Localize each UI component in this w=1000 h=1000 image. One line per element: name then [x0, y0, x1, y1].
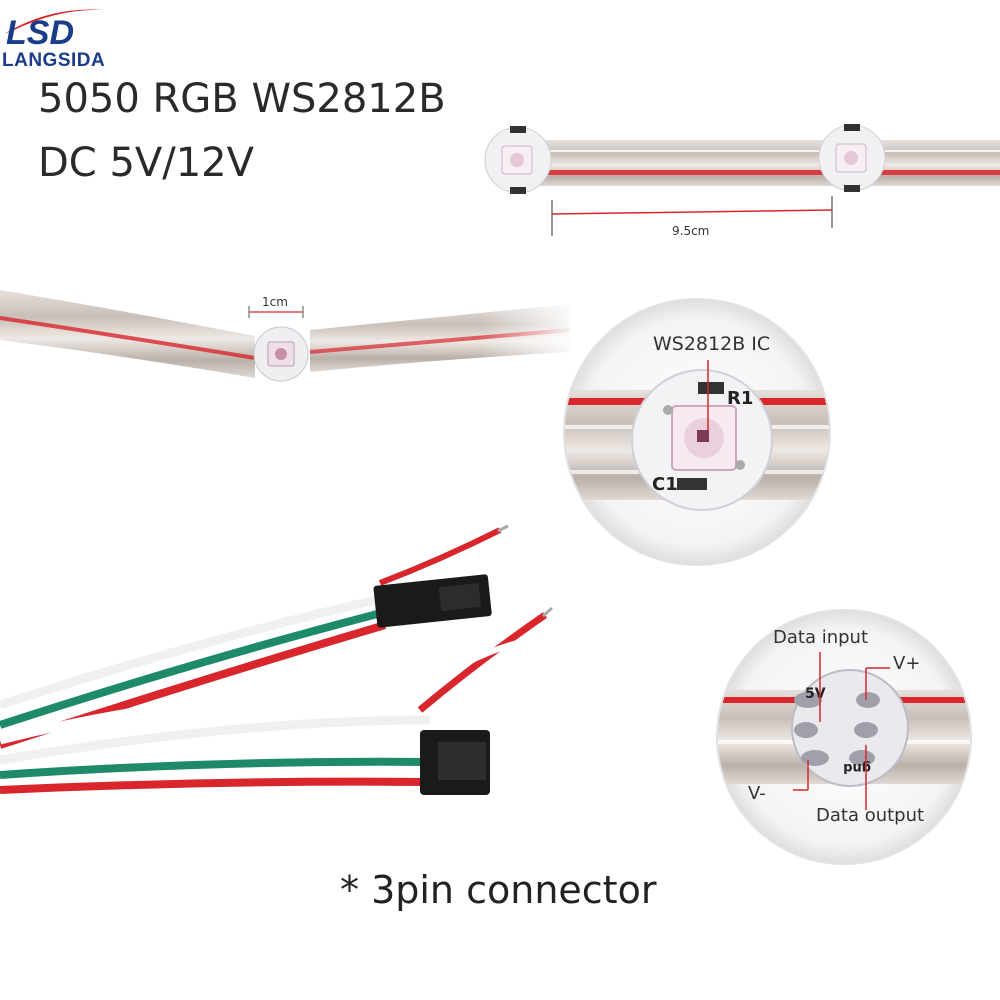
pinout-zoom-lens: 5V gnd [716, 609, 972, 865]
top-pixel-left [484, 126, 552, 194]
connector-caption: * 3pin connector [340, 868, 657, 912]
v-minus-label: V- [748, 783, 766, 804]
resistor-label: R1 [727, 388, 753, 409]
connector-female [420, 730, 490, 795]
spacing-dimension [551, 196, 833, 236]
pixel-size-label: 1cm [262, 295, 288, 309]
title-line-1: 5050 RGB WS2812B [38, 76, 446, 122]
ic-zoom-lens: R1 C1 [563, 298, 831, 566]
connector-male [373, 574, 492, 628]
top-strip [484, 124, 1000, 236]
v-plus-label: V+ [893, 653, 921, 674]
spacing-label: 9.5cm [672, 224, 710, 238]
logo-letters: LSD [6, 14, 74, 52]
top-pixel-right [818, 124, 886, 192]
pad-gnd-label: gnd [843, 760, 871, 775]
chip-label: WS2812B IC [653, 333, 771, 355]
data-input-label: Data input [773, 627, 869, 648]
title-line-2: DC 5V/12V [38, 140, 254, 186]
logo-mark: LSD [4, 9, 104, 52]
pad-5v-label: 5V [805, 686, 826, 702]
long-strip [0, 290, 580, 382]
brand-name: LANGSIDA [2, 50, 106, 71]
connector-wires [0, 524, 553, 795]
capacitor-label: C1 [652, 474, 678, 495]
small-pixel [253, 326, 309, 382]
data-output-label: Data output [816, 805, 925, 826]
